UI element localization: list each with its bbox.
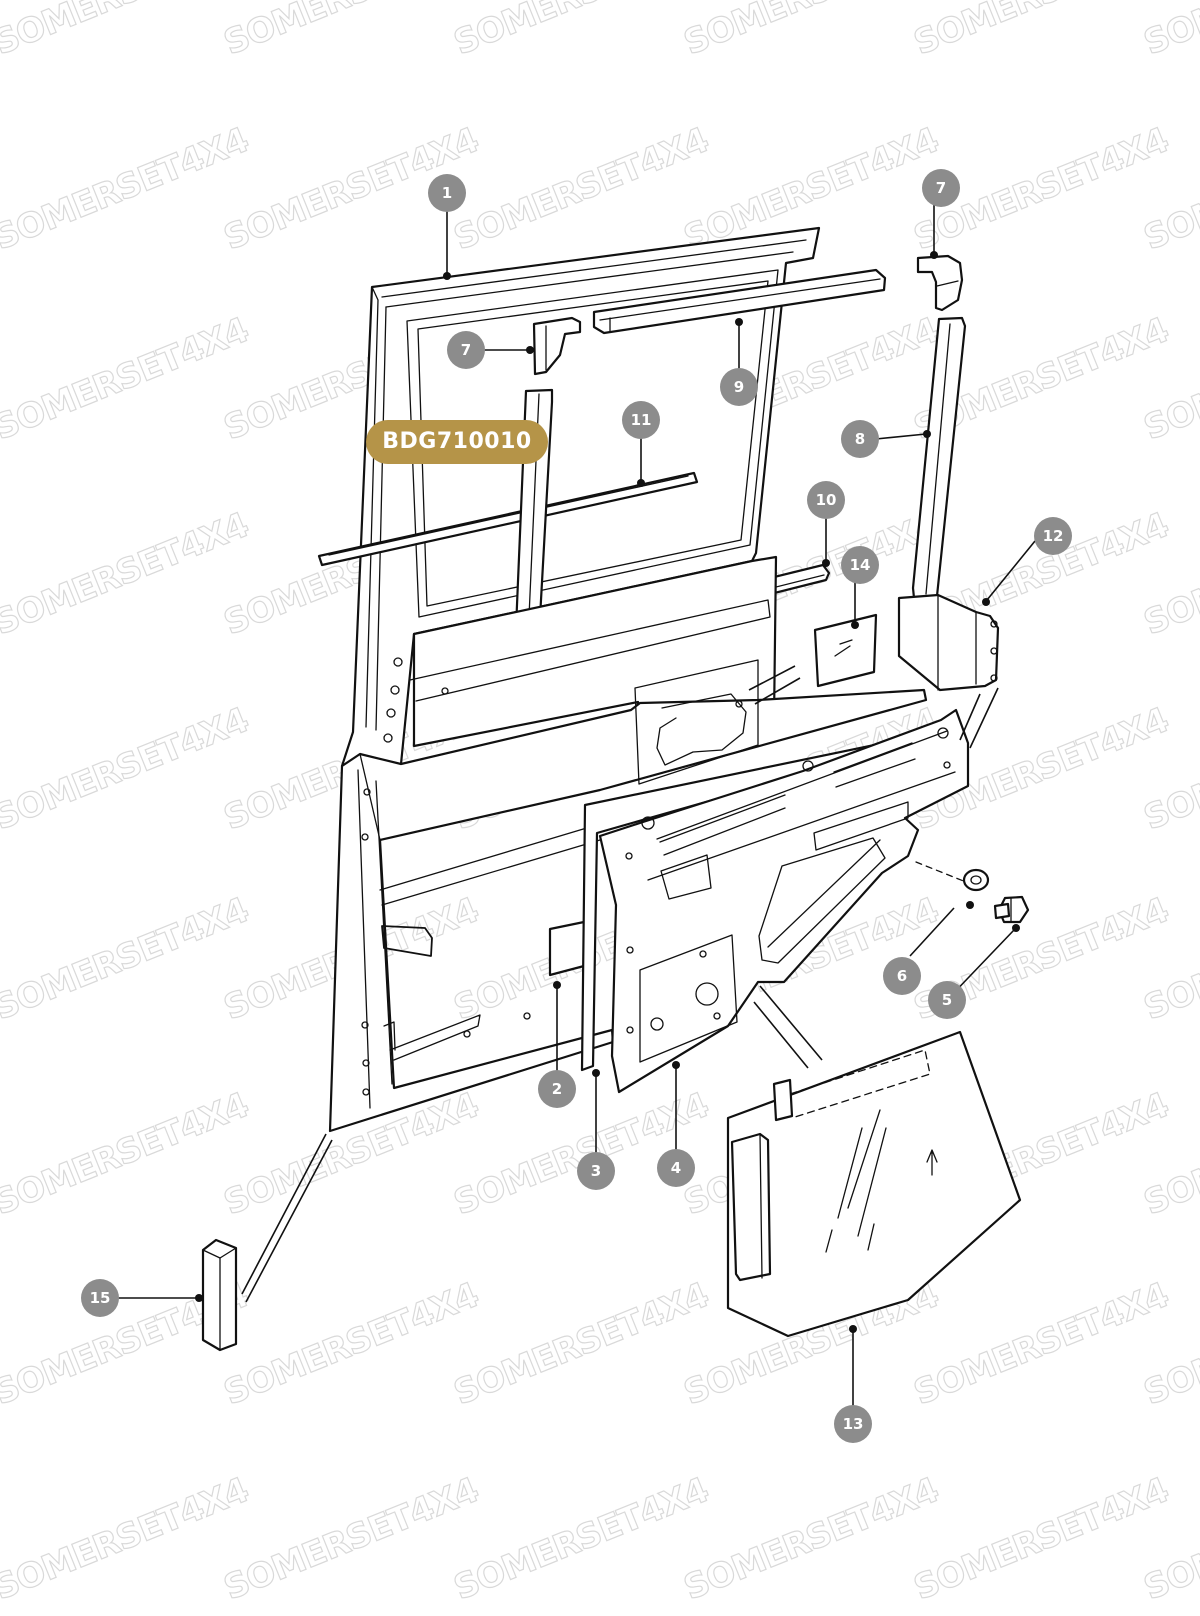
svg-text:3: 3 [591, 1162, 601, 1180]
watermark-text: SOMERSET4X4 [908, 1470, 1174, 1608]
watermark-text: SOMERSET4X4 [908, 1275, 1174, 1413]
lower-door-shell [328, 555, 928, 1133]
lower-channel-11 [317, 471, 699, 567]
watermark-text: SOMERSET4X4 [448, 0, 714, 63]
watermark-text: SOMERSET4X4 [448, 120, 714, 258]
svg-text:7: 7 [461, 341, 471, 359]
callout-13: 13 [834, 1405, 872, 1443]
watermark-text: SOMERSET4X4 [1138, 0, 1200, 63]
svg-text:8: 8 [855, 430, 865, 448]
bracket-12 [897, 593, 1000, 749]
callout-6: 6 [883, 957, 921, 995]
svg-text:11: 11 [631, 411, 652, 429]
callout-bubbles: 1 2 3 4 5 6 7 7 8 9 10 11 12 13 14 15 [81, 169, 1072, 1443]
svg-text:4: 4 [671, 1159, 681, 1177]
svg-text:15: 15 [90, 1289, 111, 1307]
callout-4: 4 [657, 1149, 695, 1187]
svg-text:13: 13 [843, 1415, 864, 1433]
svg-text:14: 14 [850, 556, 871, 574]
bolt-axis-line [915, 861, 967, 883]
watermark-text: SOMERSET4X4 [678, 0, 944, 63]
watermark-text: SOMERSET4X4 [218, 0, 484, 63]
drop-glass-13 [726, 985, 1022, 1338]
watermark-text: SOMERSET4X4 [908, 0, 1174, 63]
watermark-text: SOMERSET4X4 [0, 120, 254, 258]
callout-8: 8 [841, 420, 879, 458]
watermark-text: SOMERSET4X4 [0, 1470, 254, 1608]
watermark-text: SOMERSET4X4 [678, 1470, 944, 1608]
watermark-text: SOMERSET4X4 [0, 890, 254, 1028]
callout-7-left: 7 [447, 331, 485, 369]
watermark-text: SOMERSET4X4 [0, 505, 254, 643]
callout-10: 10 [807, 481, 845, 519]
watermark-text: SOMERSET4X4 [0, 1085, 254, 1223]
svg-text:2: 2 [552, 1080, 562, 1098]
washer-6 [962, 868, 990, 892]
foam-block-15 [201, 1133, 333, 1352]
inner-door-panel-4 [598, 708, 970, 1094]
bolt-5 [993, 895, 1030, 924]
corner-piece-7-right [916, 254, 964, 312]
callout-12: 12 [1034, 517, 1072, 555]
svg-text:12: 12 [1043, 527, 1064, 545]
svg-text:6: 6 [897, 967, 907, 985]
watermark-text: SOMERSET4X4 [448, 1470, 714, 1608]
callout-14: 14 [841, 546, 879, 584]
callout-11: 11 [622, 401, 660, 439]
part-code-badge: BDG710010 [366, 420, 548, 464]
seal-strip-2 [548, 920, 586, 977]
leader-dots [195, 251, 1020, 1333]
vertical-channel-8 [911, 316, 967, 600]
callout-2: 2 [538, 1070, 576, 1108]
callout-3: 3 [577, 1152, 615, 1190]
svg-text:1: 1 [442, 184, 452, 202]
callout-9: 9 [720, 368, 758, 406]
watermark-text: SOMERSET4X4 [0, 0, 254, 63]
watermark-text: SOMERSET4X4 [448, 1275, 714, 1413]
top-channel-9 [592, 268, 887, 335]
svg-text:9: 9 [734, 378, 744, 396]
watermark-text: SOMERSET4X4 [0, 700, 254, 838]
watermark-text: SOMERSET4X4 [0, 310, 254, 448]
svg-text:7: 7 [936, 179, 946, 197]
callout-7-right: 7 [922, 169, 960, 207]
watermark-text: SOMERSET4X4 [218, 1275, 484, 1413]
watermark-text: SOMERSET4X4 [218, 1470, 484, 1608]
corner-piece-7-left [532, 316, 582, 376]
svg-text:5: 5 [942, 991, 952, 1009]
callout-5: 5 [928, 981, 966, 1019]
callout-15: 15 [81, 1279, 119, 1317]
callout-1: 1 [428, 174, 466, 212]
svg-text:10: 10 [816, 491, 837, 509]
